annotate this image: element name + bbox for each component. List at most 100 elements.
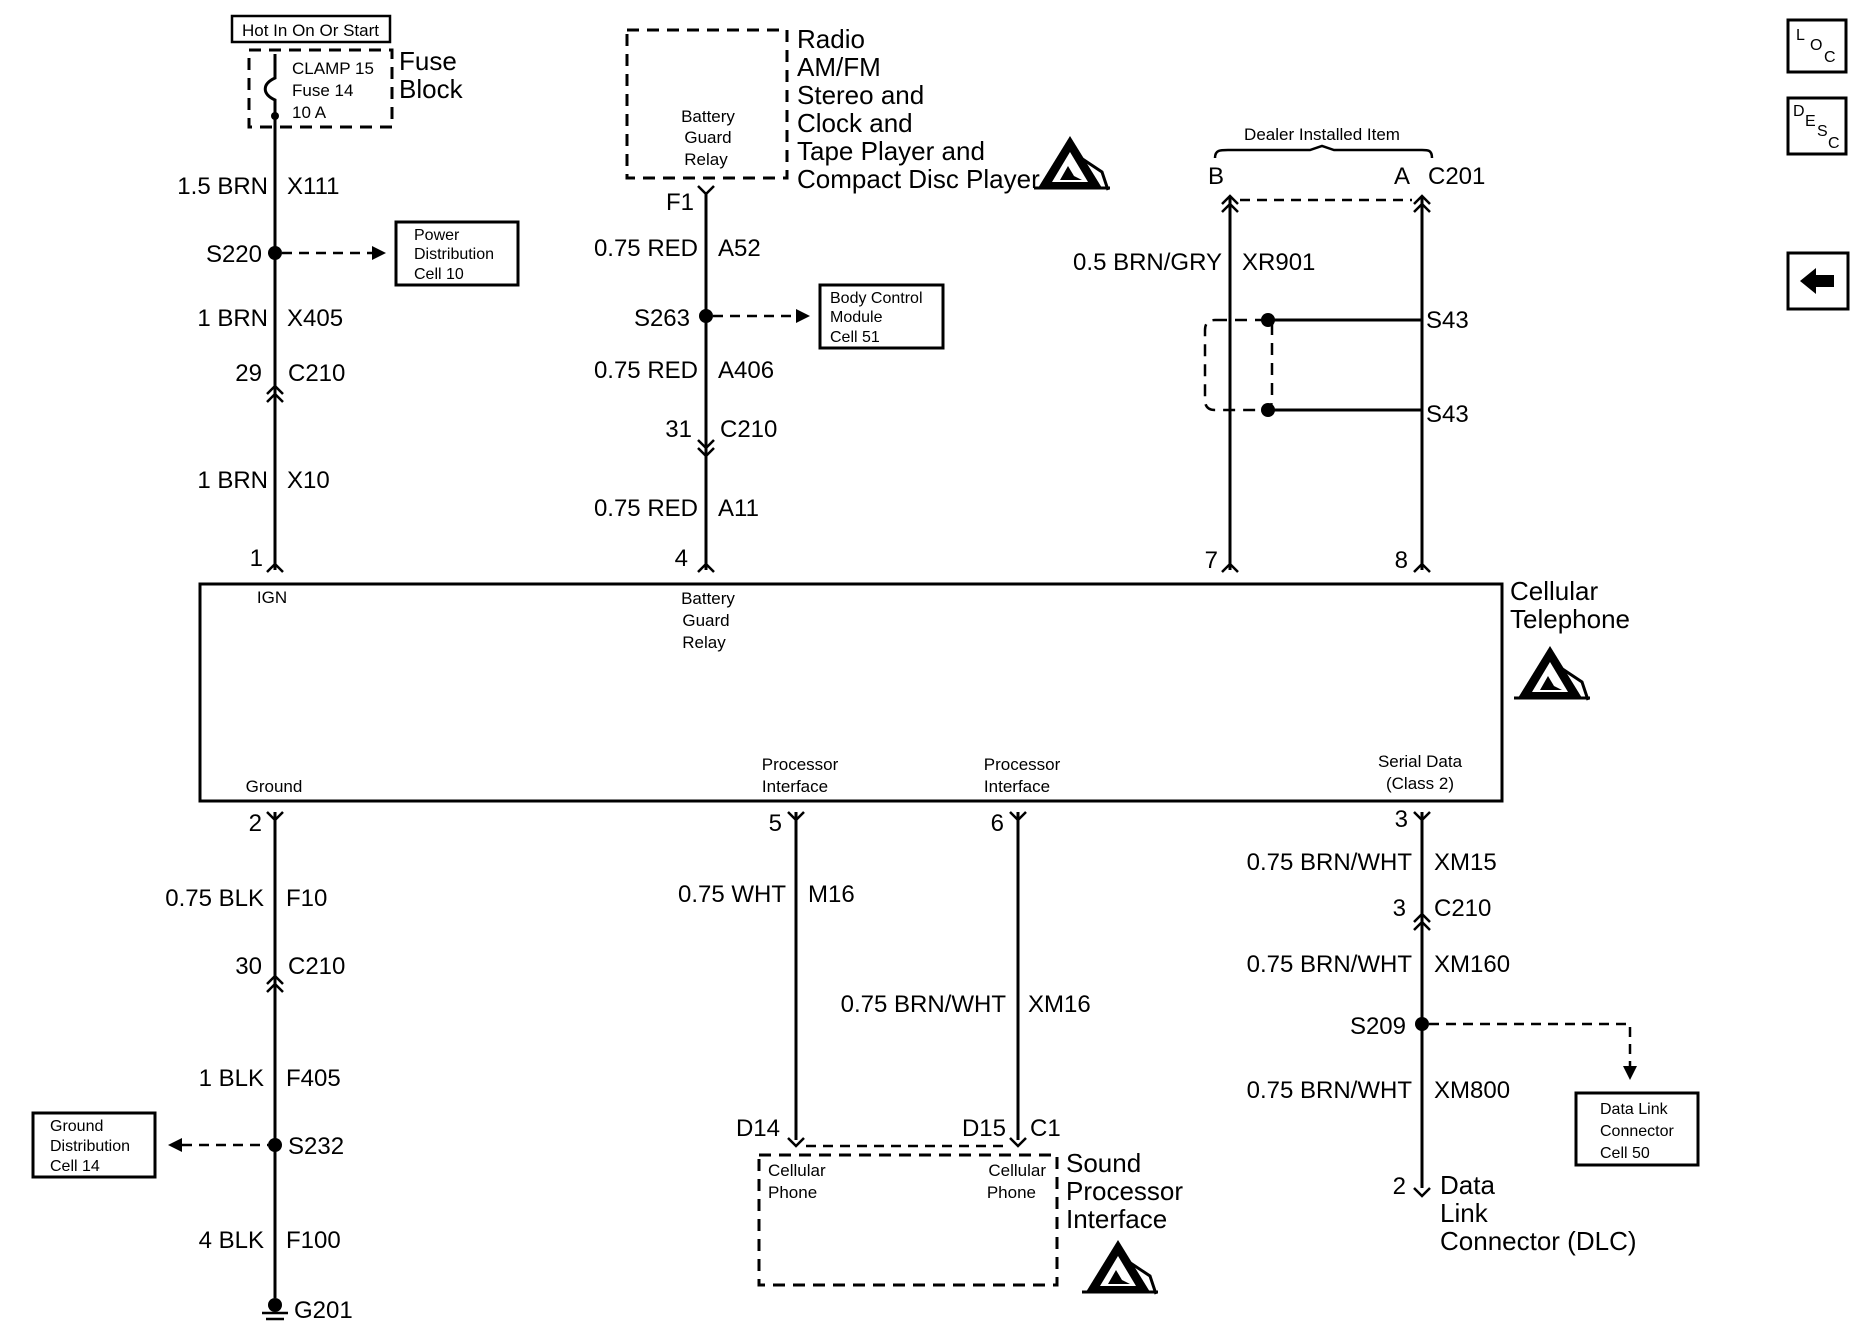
bat-splice-dot bbox=[699, 309, 713, 323]
dlc-title-3: Connector (DLC) bbox=[1440, 1226, 1637, 1256]
sound-left-2: Phone bbox=[768, 1183, 817, 1202]
radio-title-5: Tape Player and bbox=[797, 136, 985, 166]
proc6-pin: 6 bbox=[991, 810, 1004, 837]
ground-ref-line-1: Ground bbox=[50, 1118, 103, 1135]
ign-splice: S220 bbox=[206, 241, 262, 268]
bcm-ref[interactable]: Body Control Module Cell 51 bbox=[818, 283, 945, 350]
desc-letter-c: C bbox=[1828, 135, 1840, 152]
gnd-conn-pin: 30 bbox=[235, 953, 262, 980]
ground-circuit: 2 0.75 BLK F10 30 C210 1 BLK F405 S232 4… bbox=[165, 810, 352, 1324]
gnd-ground: G201 bbox=[294, 1297, 353, 1324]
shield-dot-2 bbox=[1261, 403, 1275, 417]
ign-w1-circuit: X111 bbox=[287, 173, 340, 200]
bat-w1-circuit: A52 bbox=[718, 235, 761, 262]
proc6-circuit: XM16 bbox=[1028, 991, 1091, 1018]
fuse-label-2: Block bbox=[399, 74, 464, 104]
ant-pin-7: 7 bbox=[1205, 547, 1218, 574]
dlc-ref-line-1: Data Link bbox=[1600, 1101, 1669, 1118]
phone-serial-1: Serial Data bbox=[1378, 752, 1463, 771]
ground-distribution-ref[interactable]: Ground Distribution Cell 14 bbox=[31, 1111, 157, 1179]
ign-w1-gauge: 1.5 BRN bbox=[177, 173, 268, 200]
dlc-ref[interactable]: Data Link Connector Cell 50 bbox=[1574, 1091, 1700, 1167]
phone-proc2-1: Processor bbox=[984, 755, 1061, 774]
bat-pin: 4 bbox=[675, 545, 688, 572]
desc-letter-d: D bbox=[1793, 103, 1805, 120]
phone-bgr-3: Relay bbox=[682, 633, 726, 652]
proc5-pin: 5 bbox=[769, 810, 782, 837]
bat-w2-gauge: 0.75 RED bbox=[594, 357, 698, 384]
serial-splice: S209 bbox=[1350, 1013, 1406, 1040]
serial-data-circuit: 3 0.75 BRN/WHT XM15 3 C210 0.75 BRN/WHT … bbox=[1247, 806, 1637, 1256]
proc6-end-pin: D15 bbox=[962, 1115, 1006, 1142]
gnd-splice: S232 bbox=[288, 1133, 344, 1160]
serial-w2-circuit: XM160 bbox=[1434, 951, 1510, 978]
phone-proc1-2: Interface bbox=[762, 777, 828, 796]
bat-w1-gauge: 0.75 RED bbox=[594, 235, 698, 262]
dlc-ref-line-3: Cell 50 bbox=[1600, 1145, 1650, 1162]
loc-letter-l: L bbox=[1796, 27, 1805, 44]
gnd-w2-circuit: F405 bbox=[286, 1065, 341, 1092]
phone-ign: IGN bbox=[257, 588, 287, 607]
ant-shield-1: S43 bbox=[1426, 307, 1469, 334]
radio-title-3: Stereo and bbox=[797, 80, 924, 110]
power-ref-line-3: Cell 10 bbox=[414, 266, 464, 283]
radio-dashed-box bbox=[625, 28, 789, 180]
phone-serial-2: (Class 2) bbox=[1386, 774, 1454, 793]
bat-w2-circuit: A406 bbox=[718, 357, 774, 384]
gnd-conn: C210 bbox=[288, 953, 345, 980]
sound-title-3: Interface bbox=[1066, 1204, 1167, 1234]
ign-pin: 1 bbox=[250, 545, 263, 572]
dealer-label: Dealer Installed Item bbox=[1244, 125, 1400, 144]
shield-dashed bbox=[1203, 318, 1274, 412]
dealer-pin-b: B bbox=[1208, 163, 1224, 190]
dlc-ref-line-2: Connector bbox=[1600, 1123, 1674, 1140]
phone-proc1-1: Processor bbox=[762, 755, 839, 774]
ant-pin-8: 8 bbox=[1395, 547, 1408, 574]
serial-w3-gauge: 0.75 BRN/WHT bbox=[1247, 1077, 1413, 1104]
loc-button[interactable]: L O C bbox=[1786, 18, 1848, 74]
desc-button[interactable]: D E S C bbox=[1786, 96, 1848, 156]
processor-circuit-5: 5 0.75 WHT M16 D14 bbox=[678, 810, 855, 1148]
sound-esd-icon bbox=[1080, 1238, 1160, 1296]
sound-dashed-box bbox=[757, 1153, 1059, 1287]
serial-w1-circuit: XM15 bbox=[1434, 849, 1497, 876]
cellular-telephone: IGN Battery Guard Relay Ground Processor… bbox=[198, 576, 1630, 803]
gnd-w1-circuit: F10 bbox=[286, 885, 327, 912]
serial-w1-gauge: 0.75 BRN/WHT bbox=[1247, 849, 1413, 876]
ground-ref-line-3: Cell 14 bbox=[50, 1158, 100, 1175]
dlc-title-1: Data bbox=[1440, 1170, 1495, 1200]
radio-relay-line-1: Battery bbox=[681, 107, 735, 126]
ign-splice-dot bbox=[268, 246, 282, 260]
fuse-block: Hot In On Or Start CLAMP 15 Fuse 14 10 A… bbox=[230, 14, 464, 129]
serial-conn: C210 bbox=[1434, 895, 1491, 922]
ign-conn: C210 bbox=[288, 360, 345, 387]
phone-bgr-2: Guard bbox=[682, 611, 729, 630]
dlc-title-2: Link bbox=[1440, 1198, 1489, 1228]
phone-title-1: Cellular bbox=[1510, 576, 1598, 606]
bat-w3-circuit: A11 bbox=[718, 495, 759, 522]
radio-relay-line-2: Guard bbox=[684, 128, 731, 147]
bat-conn: C210 bbox=[720, 416, 777, 443]
radio-title-2: AM/FM bbox=[797, 52, 881, 82]
arrow-left-icon bbox=[1800, 268, 1834, 294]
power-distribution-ref[interactable]: Power Distribution Cell 10 bbox=[394, 220, 520, 287]
serial-dlc-pin: 2 bbox=[1393, 1173, 1406, 1200]
sound-right-1: Cellular bbox=[988, 1161, 1046, 1180]
back-button[interactable] bbox=[1786, 251, 1850, 311]
battery-guard-circuit: 0.75 RED A52 S263 0.75 RED A406 31 C210 … bbox=[594, 192, 810, 573]
desc-letter-s: S bbox=[1817, 123, 1828, 140]
phone-title-2: Telephone bbox=[1510, 604, 1630, 634]
serial-w3-circuit: XM800 bbox=[1434, 1077, 1510, 1104]
dealer-connector: C201 bbox=[1428, 163, 1485, 190]
ant-gauge: 0.5 BRN/GRY bbox=[1073, 249, 1222, 276]
proc6-gauge: 0.75 BRN/WHT bbox=[841, 991, 1007, 1018]
sound-processor-interface: Cellular Phone Cellular Phone Sound Proc… bbox=[757, 1148, 1183, 1296]
bat-w3-gauge: 0.75 RED bbox=[594, 495, 698, 522]
phone-esd-icon bbox=[1512, 644, 1592, 702]
bcm-ref-line-1: Body Control bbox=[830, 290, 923, 307]
sound-title-2: Processor bbox=[1066, 1176, 1183, 1206]
antenna-circuit: 0.5 BRN/GRY XR901 S43 S43 7 8 bbox=[1073, 196, 1469, 574]
sound-left-1: Cellular bbox=[768, 1161, 826, 1180]
ign-w3-gauge: 1 BRN bbox=[197, 467, 268, 494]
